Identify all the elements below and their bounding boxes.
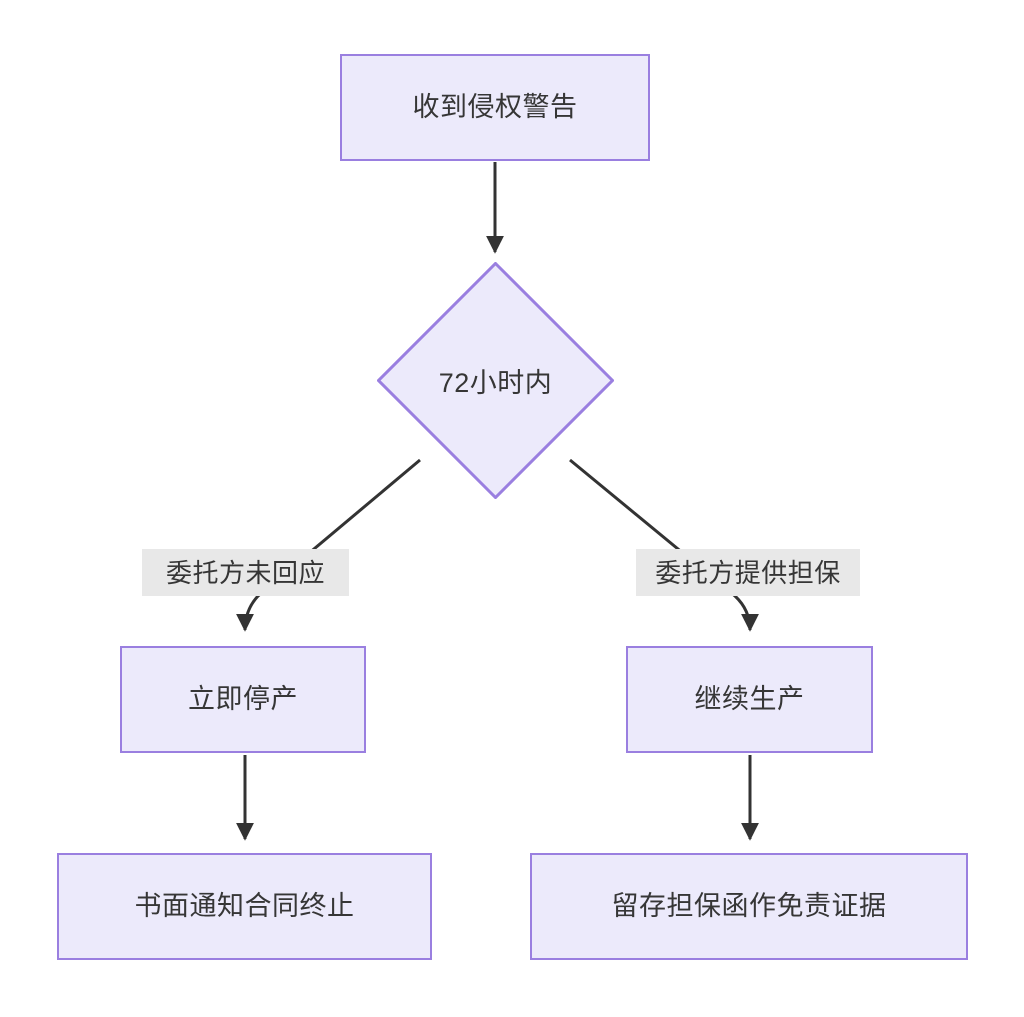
edge-label-client-provides-guarantee: 委托方提供担保	[636, 549, 860, 596]
node-stop-production-immediately[interactable]: 立即停产	[120, 646, 366, 753]
diamond-shape	[377, 262, 614, 499]
edge-label-text: 委托方提供担保	[655, 558, 841, 588]
edge-n2-n3	[236, 458, 421, 632]
node-label: 72小时内	[438, 368, 553, 398]
node-keep-guarantee-letter-as-evidence[interactable]: 留存担保函作免责证据	[530, 853, 968, 960]
node-label: 收到侵权警告	[412, 92, 578, 123]
node-label: 留存担保函作免责证据	[611, 891, 887, 922]
node-label: 继续生产	[694, 684, 805, 715]
node-label: 立即停产	[188, 684, 298, 715]
node-label: 书面通知合同终止	[134, 891, 355, 922]
edge-label-text: 委托方未回应	[165, 558, 325, 588]
node-receive-infringement-warning[interactable]: 收到侵权警告	[340, 54, 650, 161]
node-continue-production[interactable]: 继续生产	[626, 646, 873, 753]
edge-label-client-no-response: 委托方未回应	[142, 549, 349, 596]
node-written-notice-contract-termination[interactable]: 书面通知合同终止	[57, 853, 432, 960]
edge-n2-n4	[569, 458, 759, 632]
node-decision-within-72-hours[interactable]: 72小时内	[377, 262, 614, 499]
